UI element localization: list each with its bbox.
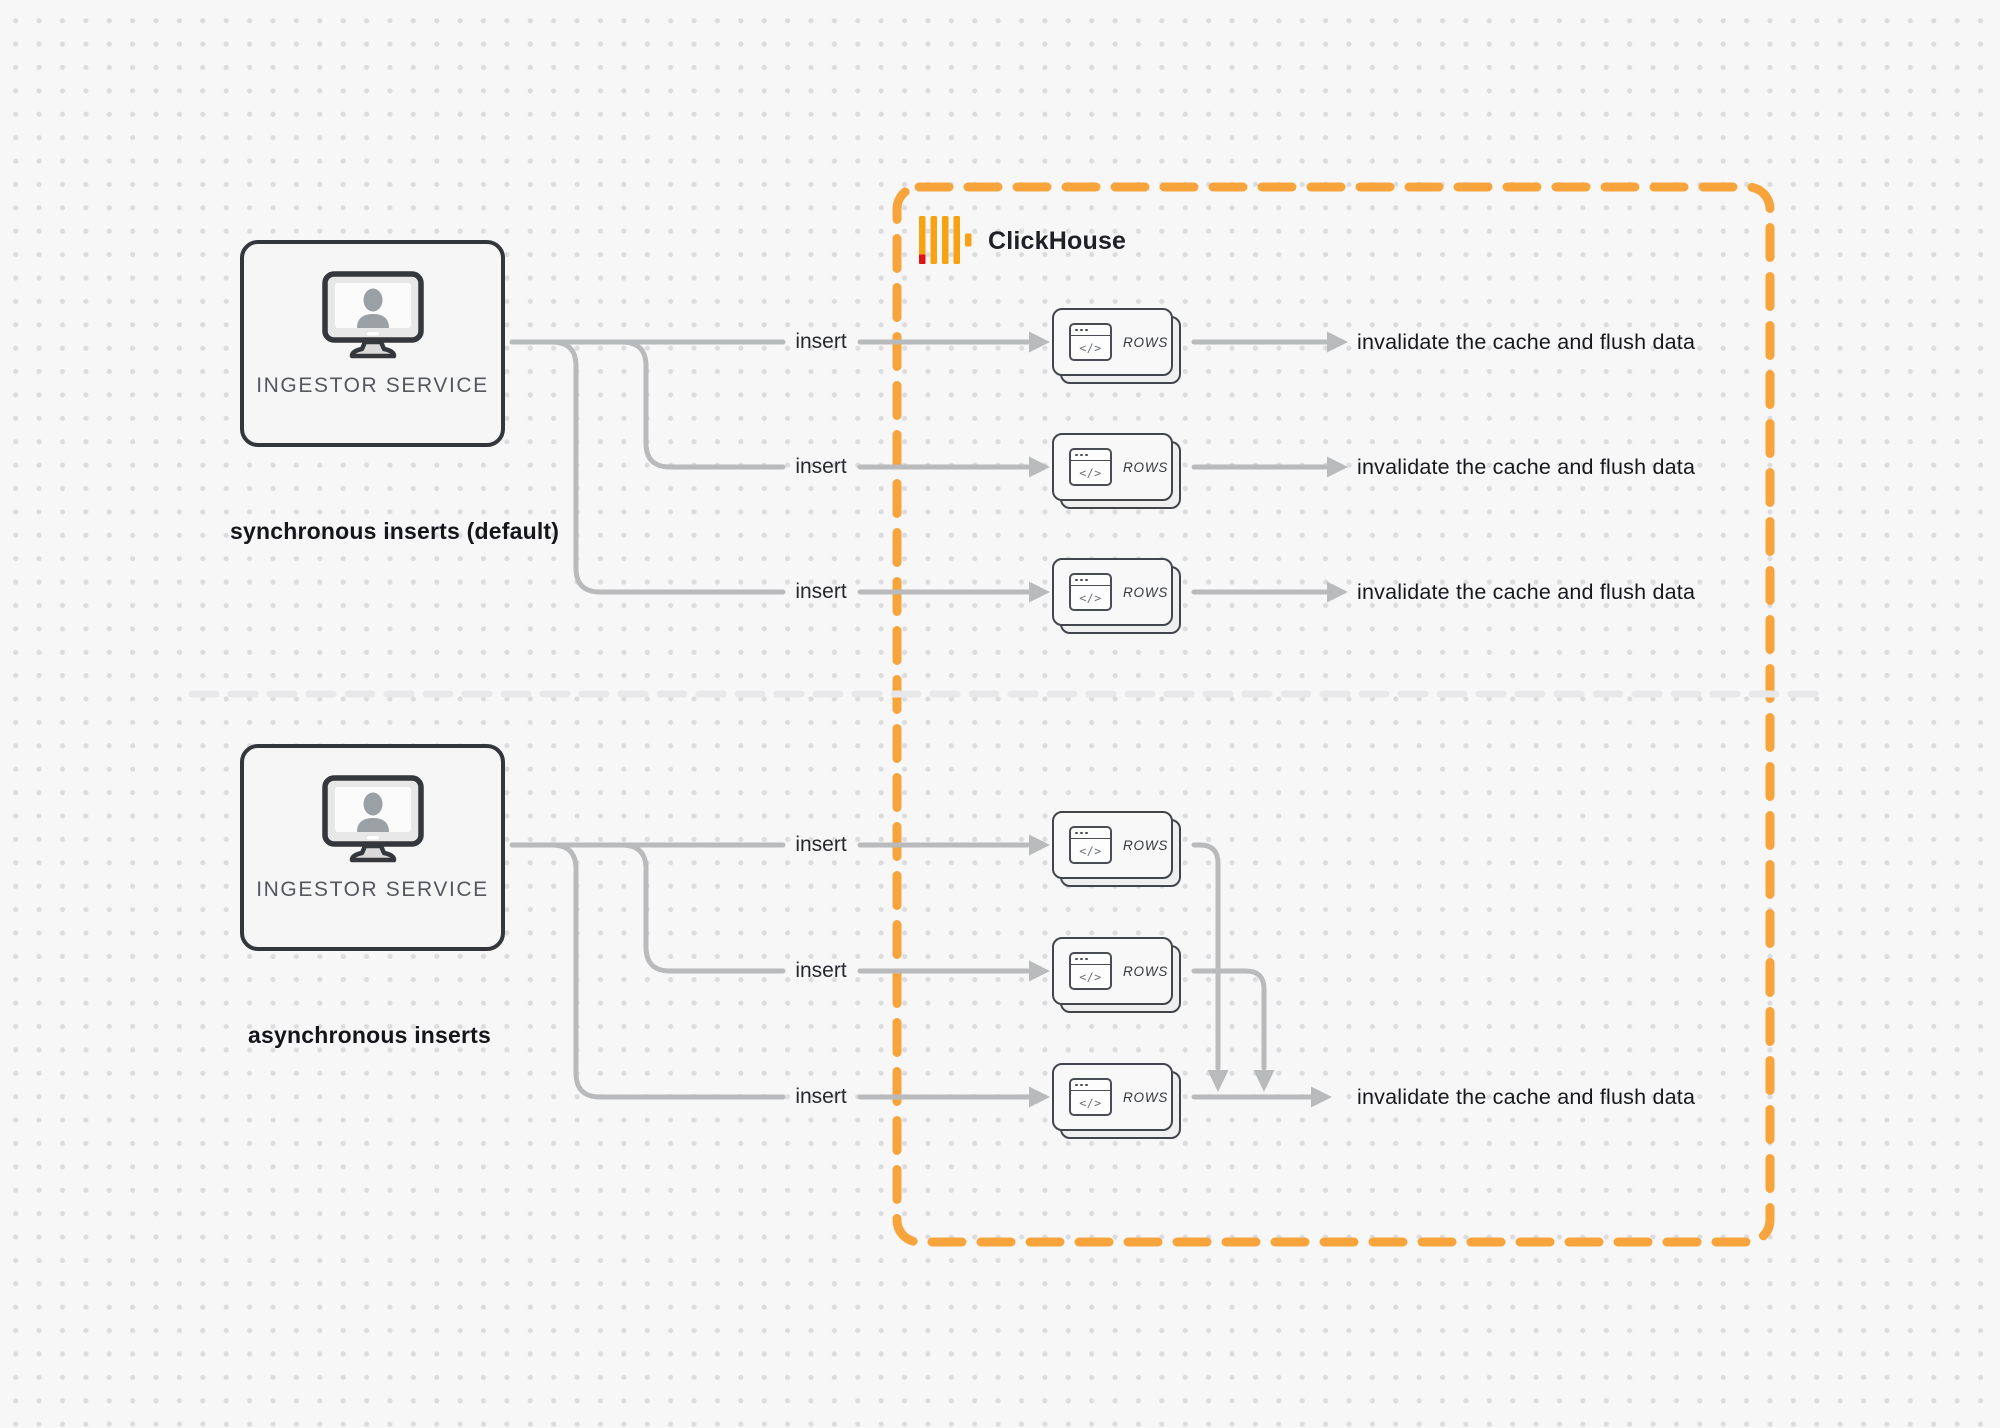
- rows-card: </> ROWS: [1052, 433, 1182, 510]
- insert-label: insert: [795, 330, 847, 353]
- arrowhead: [1029, 331, 1050, 353]
- arrowhead: [1029, 456, 1050, 478]
- rows-card: </> ROWS: [1052, 1063, 1182, 1140]
- rows-card: </> ROWS: [1052, 811, 1182, 888]
- rows-label: ROWS: [1123, 584, 1169, 600]
- monitor-user-icon: [321, 775, 424, 863]
- sync-caption: synchronous inserts (default): [230, 518, 560, 544]
- arrowhead-down: [1207, 1070, 1229, 1092]
- arrowhead: [1327, 581, 1348, 603]
- async-wire-2-left: [619, 842, 786, 974]
- clickhouse-brand-label: ClickHouse: [988, 227, 1127, 255]
- result-label: invalidate the cache and flush data: [1357, 330, 1696, 354]
- browser-code-icon: </>: [1069, 448, 1112, 486]
- arrowhead: [1327, 331, 1348, 353]
- arrowhead: [1029, 834, 1050, 856]
- rows-card: </> ROWS: [1052, 558, 1182, 635]
- clickhouse-logo-icon: [919, 216, 972, 264]
- arrowhead: [1029, 960, 1050, 982]
- ingestor-service-label: INGESTOR SERVICE: [256, 374, 489, 397]
- async-merge-wire-1: [1191, 842, 1221, 1071]
- ingestor-service-sync: INGESTOR SERVICE: [240, 240, 505, 447]
- ingestor-service-async: INGESTOR SERVICE: [240, 744, 505, 951]
- clickhouse-boundary: [892, 182, 1775, 1247]
- browser-code-icon: </>: [1069, 1078, 1112, 1116]
- rows-label: ROWS: [1123, 459, 1169, 475]
- async-caption: asynchronous inserts: [248, 1022, 492, 1048]
- result-label: invalidate the cache and flush data: [1357, 1085, 1696, 1109]
- sync-wire-3-left: [549, 339, 786, 595]
- ingestor-service-label: INGESTOR SERVICE: [256, 878, 489, 901]
- arrowhead: [1327, 456, 1348, 478]
- browser-code-icon: </>: [1069, 826, 1112, 864]
- arrowhead: [1029, 1086, 1050, 1108]
- rows-label: ROWS: [1123, 1089, 1169, 1105]
- arrowhead-down: [1253, 1070, 1275, 1092]
- arrowhead: [1029, 581, 1050, 603]
- monitor-user-icon: [321, 271, 424, 359]
- rows-label: ROWS: [1123, 334, 1169, 350]
- async-merge-wire-2: [1191, 968, 1267, 1071]
- rows-label: ROWS: [1123, 963, 1169, 979]
- rows-label: ROWS: [1123, 837, 1169, 853]
- sync-wire-2-left: [619, 339, 786, 470]
- browser-code-icon: </>: [1069, 323, 1112, 361]
- insert-label: insert: [795, 580, 847, 603]
- insert-label: insert: [795, 959, 847, 982]
- insert-label: insert: [795, 455, 847, 478]
- insert-label: insert: [795, 1085, 847, 1108]
- insert-label: insert: [795, 833, 847, 856]
- async-wire-3-left: [549, 842, 786, 1100]
- rows-card: </> ROWS: [1052, 937, 1182, 1014]
- browser-code-icon: </>: [1069, 573, 1112, 611]
- arrowhead: [1311, 1086, 1332, 1108]
- rows-card: </> ROWS: [1052, 308, 1182, 385]
- browser-code-icon: </>: [1069, 952, 1112, 990]
- result-label: invalidate the cache and flush data: [1357, 580, 1696, 604]
- result-label: invalidate the cache and flush data: [1357, 455, 1696, 479]
